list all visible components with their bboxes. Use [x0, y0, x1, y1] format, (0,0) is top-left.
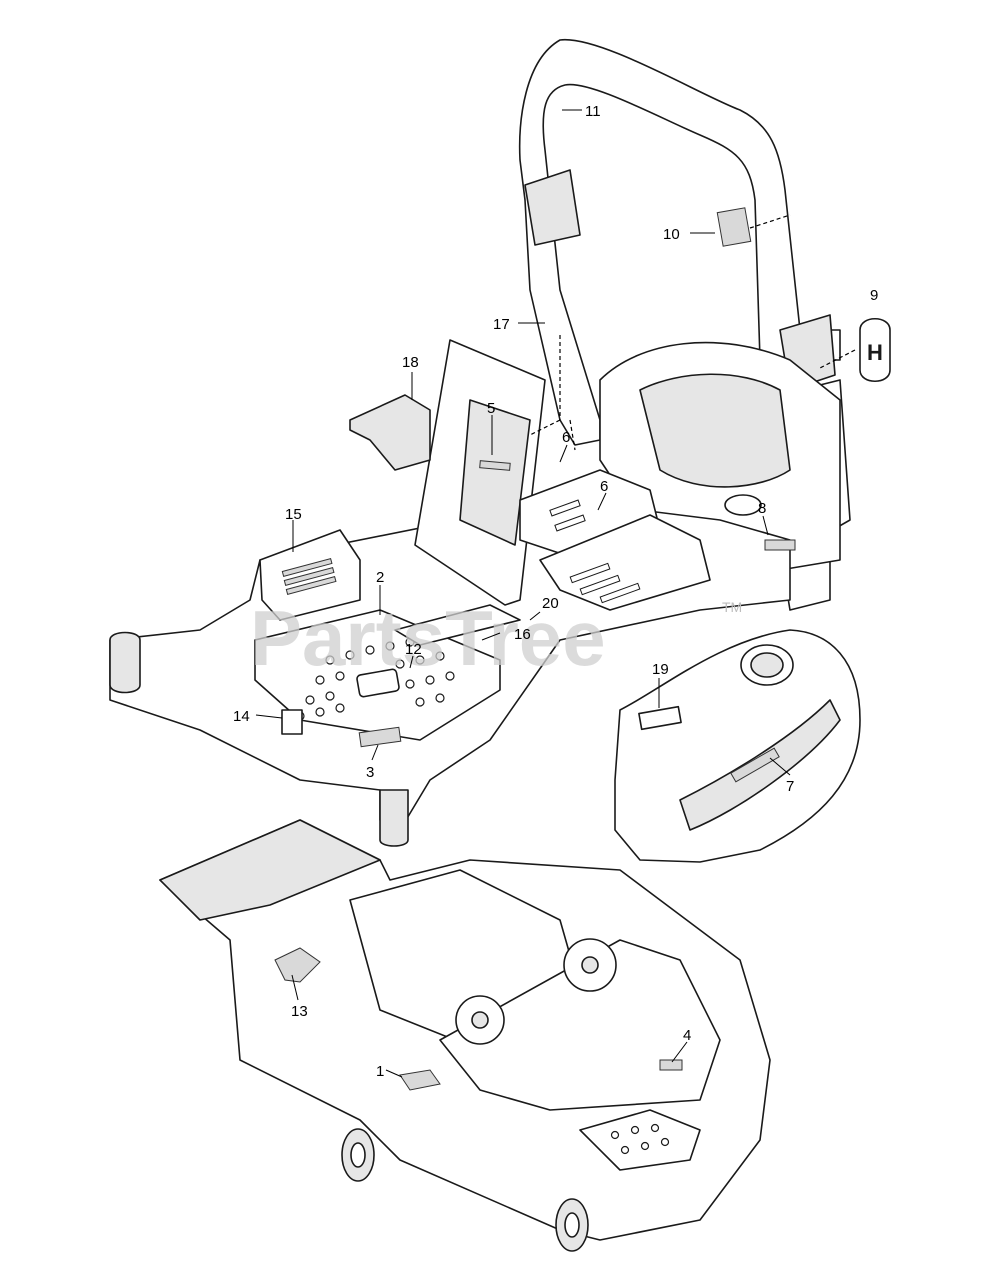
leader-lines [255, 109, 856, 1078]
logo-decal-14 [281, 709, 303, 735]
callout-5[interactable]: 5 [487, 400, 495, 417]
logo-decal-9: H [859, 317, 891, 383]
decal-4 [659, 1059, 683, 1071]
callout-18[interactable]: 18 [402, 354, 419, 371]
decal-8 [764, 539, 796, 551]
caster-wheel-left [341, 1128, 375, 1182]
callout-2[interactable]: 2 [376, 569, 384, 586]
decal-10 [716, 207, 752, 247]
callout-8[interactable]: 8 [758, 500, 766, 517]
decal-5 [479, 460, 511, 471]
footplate-6 [519, 469, 796, 611]
mower-deck [159, 819, 771, 1252]
deck-tread-holes [610, 1123, 670, 1155]
bracket-18 [349, 394, 431, 471]
fuel-tank [614, 629, 861, 863]
callout-14[interactable]: 14 [233, 708, 250, 725]
callout-4[interactable]: 4 [683, 1027, 691, 1044]
watermark-text: PartsTree [250, 594, 606, 682]
callout-11[interactable]: 11 [585, 103, 601, 120]
callout-20[interactable]: 20 [542, 595, 559, 612]
seat-plate [414, 339, 546, 606]
callout-13[interactable]: 13 [291, 1003, 308, 1020]
callout-6b[interactable]: 6 [600, 478, 608, 495]
callout-17[interactable]: 17 [493, 316, 510, 333]
caster-wheel-right [555, 1198, 589, 1252]
callout-15[interactable]: 15 [285, 506, 302, 523]
callout-9[interactable]: 9 [870, 287, 878, 304]
callout-10[interactable]: 10 [663, 226, 680, 243]
callout-16[interactable]: 16 [514, 626, 531, 643]
decal-3 [358, 726, 402, 748]
decal-1 [399, 1069, 441, 1091]
decal-7 [730, 747, 780, 783]
callouts: 11 10 9 17 18 5 6 6 8 15 2 20 16 12 19 1… [233, 103, 878, 1080]
decal-13 [274, 947, 321, 983]
callout-3[interactable]: 3 [366, 764, 374, 781]
callout-1[interactable]: 1 [376, 1063, 384, 1080]
svg-text:H: H [867, 340, 883, 365]
callout-6a[interactable]: 6 [562, 429, 570, 446]
vent-slots-15 [281, 557, 337, 595]
watermark-tm: TM [722, 599, 742, 615]
fuel-gauge-19 [638, 705, 682, 731]
callout-19[interactable]: 19 [652, 661, 669, 678]
callout-12[interactable]: 12 [405, 641, 422, 658]
callout-7[interactable]: 7 [786, 778, 794, 795]
